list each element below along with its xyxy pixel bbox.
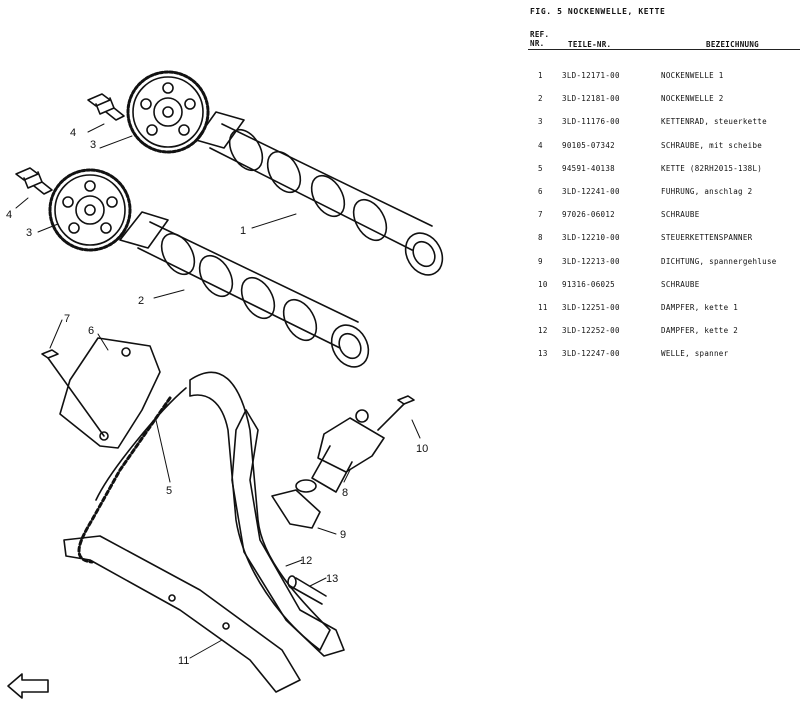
camshaft-1 <box>195 111 444 276</box>
bolt-lower <box>15 167 53 195</box>
ref-cell: 13 <box>538 349 548 359</box>
part-number-cell: 3LD-12213-00 <box>562 256 620 266</box>
callout-5: 5 <box>166 485 172 497</box>
part-number-cell: 3LD-12252-00 <box>562 326 620 336</box>
ref-cell: 10 <box>538 279 548 289</box>
header-part-number: TEILE-NR. <box>568 40 612 49</box>
part-number-cell: 3LD-12171-00 <box>562 71 620 80</box>
callout-13: 13 <box>326 573 338 585</box>
exploded-diagram: 1 2 3 3 4 4 5 6 7 8 9 10 11 12 13 <box>6 70 444 699</box>
description-cell: DAMPFER, kette 1 <box>661 303 739 312</box>
header-ref-line1: REF. <box>530 30 550 39</box>
table-row: 9 3LD-12213-00 DICHTUNG, spannergehluse <box>528 254 800 272</box>
callout-9: 9 <box>340 529 346 541</box>
table-row: 12 3LD-12252-00 DAMPFER, kette 2 <box>528 323 800 341</box>
table-row: 10 91316-06025 SCHRAUBE <box>528 277 800 295</box>
table-row: 3 3LD-11176-00 KETTENRAD, steuerkette <box>528 114 800 132</box>
direction-arrow-icon <box>7 673 49 699</box>
part-number-cell: 3LD-12210-00 <box>562 233 620 243</box>
callout-6: 6 <box>88 325 94 337</box>
description-cell: SCHRAUBE <box>661 210 700 220</box>
part-number-cell: 97026-06012 <box>562 210 615 220</box>
table-row: 6 3LD-12241-00 FUHRUNG, anschlag 2 <box>528 184 800 202</box>
ref-cell: 12 <box>538 326 548 336</box>
description-cell: KETTE (82RH2015-138L) <box>661 163 763 173</box>
header-ref-line2: NR. <box>530 39 545 48</box>
bolt-upper <box>87 93 125 121</box>
part-number-cell: 3LD-11176-00 <box>562 117 620 127</box>
part-number-cell: 3LD-12251-00 <box>562 303 620 312</box>
table-row: 7 97026-06012 SCHRAUBE <box>528 207 800 225</box>
ref-cell: 8 <box>538 233 543 243</box>
leader-lines <box>15 123 421 659</box>
table-row: 1 3LD-12171-00 NOCKENWELLE 1 <box>528 68 800 86</box>
ref-cell: 5 <box>538 163 543 173</box>
ref-cell: 1 <box>538 71 543 80</box>
chain-guide-6 <box>59 337 161 449</box>
part-number-cell: 90105-07342 <box>562 140 615 150</box>
callout-1: 1 <box>240 225 246 237</box>
parts-table: FIG. 5 NOCKENWELLE, KETTE REF. NR. TEILE… <box>528 0 800 380</box>
table-row: 11 3LD-12251-00 DAMPFER, kette 1 <box>528 300 800 318</box>
ref-cell: 9 <box>538 256 543 266</box>
ref-cell: 6 <box>538 187 543 196</box>
description-cell: SCHRAUBE, mit scheibe <box>661 140 763 150</box>
description-cell: DICHTUNG, spannergehluse <box>661 256 777 266</box>
callout-3-upper: 3 <box>90 139 96 151</box>
shaft-13 <box>287 575 327 605</box>
ref-cell: 4 <box>538 140 543 150</box>
callout-3-lower: 3 <box>26 227 32 239</box>
description-cell: NOCKENWELLE 2 <box>661 94 724 104</box>
header-description: BEZEICHNUNG <box>706 40 759 49</box>
ref-cell: 7 <box>538 210 543 220</box>
part-number-cell: 3LD-12247-00 <box>562 349 620 359</box>
callout-7: 7 <box>64 313 70 325</box>
header-divider <box>528 49 800 50</box>
bolt-10 <box>377 395 415 431</box>
callout-4-upper: 4 <box>70 127 76 139</box>
description-cell: DAMPFER, kette 2 <box>661 326 739 336</box>
ref-cell: 11 <box>538 303 548 312</box>
description-cell: SCHRAUBE <box>661 279 700 289</box>
chain-damper-11 <box>63 535 301 693</box>
description-cell: NOCKENWELLE 1 <box>661 71 724 80</box>
camshaft-2 <box>119 211 370 368</box>
callout-8: 8 <box>342 487 348 499</box>
table-row: 13 3LD-12247-00 WELLE, spanner <box>528 346 800 364</box>
figure-title: FIG. 5 NOCKENWELLE, KETTE <box>530 7 666 16</box>
sprocket-lower <box>48 168 132 252</box>
chain-damper-12 <box>231 409 345 657</box>
table-row: 4 90105-07342 SCHRAUBE, mit scheibe <box>528 138 800 156</box>
callout-4-lower: 4 <box>6 209 12 221</box>
table-row: 2 3LD-12181-00 NOCKENWELLE 2 <box>528 91 800 109</box>
gasket-9 <box>271 489 321 529</box>
ref-cell: 2 <box>538 94 543 104</box>
table-row: 8 3LD-12210-00 STEUERKETTENSPANNER <box>528 230 800 248</box>
bolt-7 <box>41 349 105 437</box>
callout-2: 2 <box>138 295 144 307</box>
part-number-cell: 3LD-12241-00 <box>562 187 620 196</box>
sprocket-upper <box>126 70 210 154</box>
chain-tensioner-8 <box>295 409 385 493</box>
part-number-cell: 91316-06025 <box>562 279 615 289</box>
description-cell: FUHRUNG, anschlag 2 <box>661 187 753 196</box>
timing-chain <box>77 371 331 651</box>
description-cell: KETTENRAD, steuerkette <box>661 117 767 127</box>
ref-cell: 3 <box>538 117 543 127</box>
callout-12: 12 <box>300 555 312 567</box>
description-cell: STEUERKETTENSPANNER <box>661 233 753 243</box>
part-number-cell: 94591-40138 <box>562 163 615 173</box>
table-row: 5 94591-40138 KETTE (82RH2015-138L) <box>528 161 800 179</box>
description-cell: WELLE, spanner <box>661 349 729 359</box>
part-number-cell: 3LD-12181-00 <box>562 94 620 104</box>
callout-11: 11 <box>178 655 189 667</box>
callout-10: 10 <box>416 443 428 455</box>
